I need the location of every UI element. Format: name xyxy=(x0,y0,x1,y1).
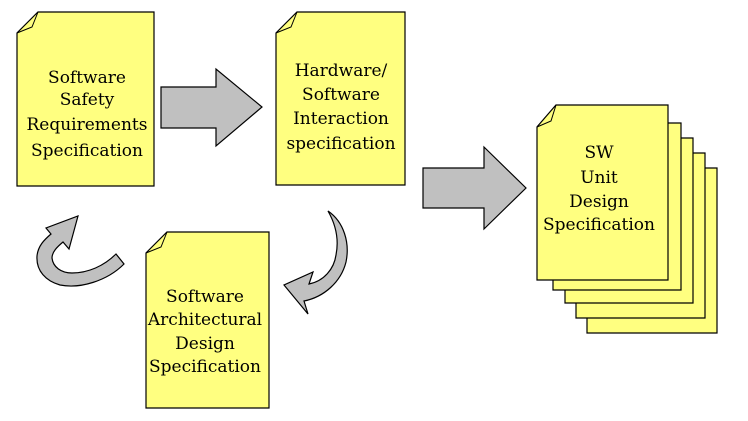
unit-design-line-1: SW xyxy=(584,143,614,163)
architectural-design-line-3: Design xyxy=(175,334,235,354)
hw-sw-interaction-line-2: Software xyxy=(302,85,380,105)
hw-sw-interaction-line-1: Hardware/ xyxy=(295,61,388,81)
hw-sw-interaction-doc: Hardware/ Software Interaction specifica… xyxy=(275,11,406,186)
architectural-design-doc: Software Architectural Design Specificat… xyxy=(145,231,270,409)
safety-requirements-doc: Software Safety Requirements Specificati… xyxy=(16,11,155,187)
folded-corner xyxy=(275,11,298,34)
arrow-right-to-interaction-icon xyxy=(160,67,263,148)
folded-corner xyxy=(536,104,557,128)
unit-design-stack: SW Unit Design Specification xyxy=(536,104,718,334)
unit-design-line-2: Unit xyxy=(580,168,618,188)
hw-sw-interaction-line-3: Interaction xyxy=(293,109,389,129)
folded-corner xyxy=(16,11,39,34)
unit-design-doc: SW Unit Design Specification xyxy=(536,104,669,281)
safety-requirements-line-4: Specification xyxy=(31,141,143,161)
folded-corner xyxy=(145,231,168,254)
arrow-right-to-unit-design-icon xyxy=(422,145,527,231)
unit-design-line-4: Specification xyxy=(543,215,655,235)
architectural-design-line-1: Software xyxy=(166,287,244,307)
hw-sw-interaction-line-4: specification xyxy=(286,134,395,154)
architectural-design-line-2: Architectural xyxy=(147,310,262,330)
curved-arrow-up-left-icon xyxy=(36,215,125,287)
curved-arrow-down-left-icon xyxy=(283,210,348,315)
unit-design-line-3: Design xyxy=(569,192,629,212)
safety-requirements-line-1: Software xyxy=(48,68,126,88)
safety-requirements-line-2: Safety xyxy=(60,90,115,110)
architectural-design-line-4: Specification xyxy=(149,357,261,377)
safety-requirements-line-3: Requirements xyxy=(26,115,147,135)
